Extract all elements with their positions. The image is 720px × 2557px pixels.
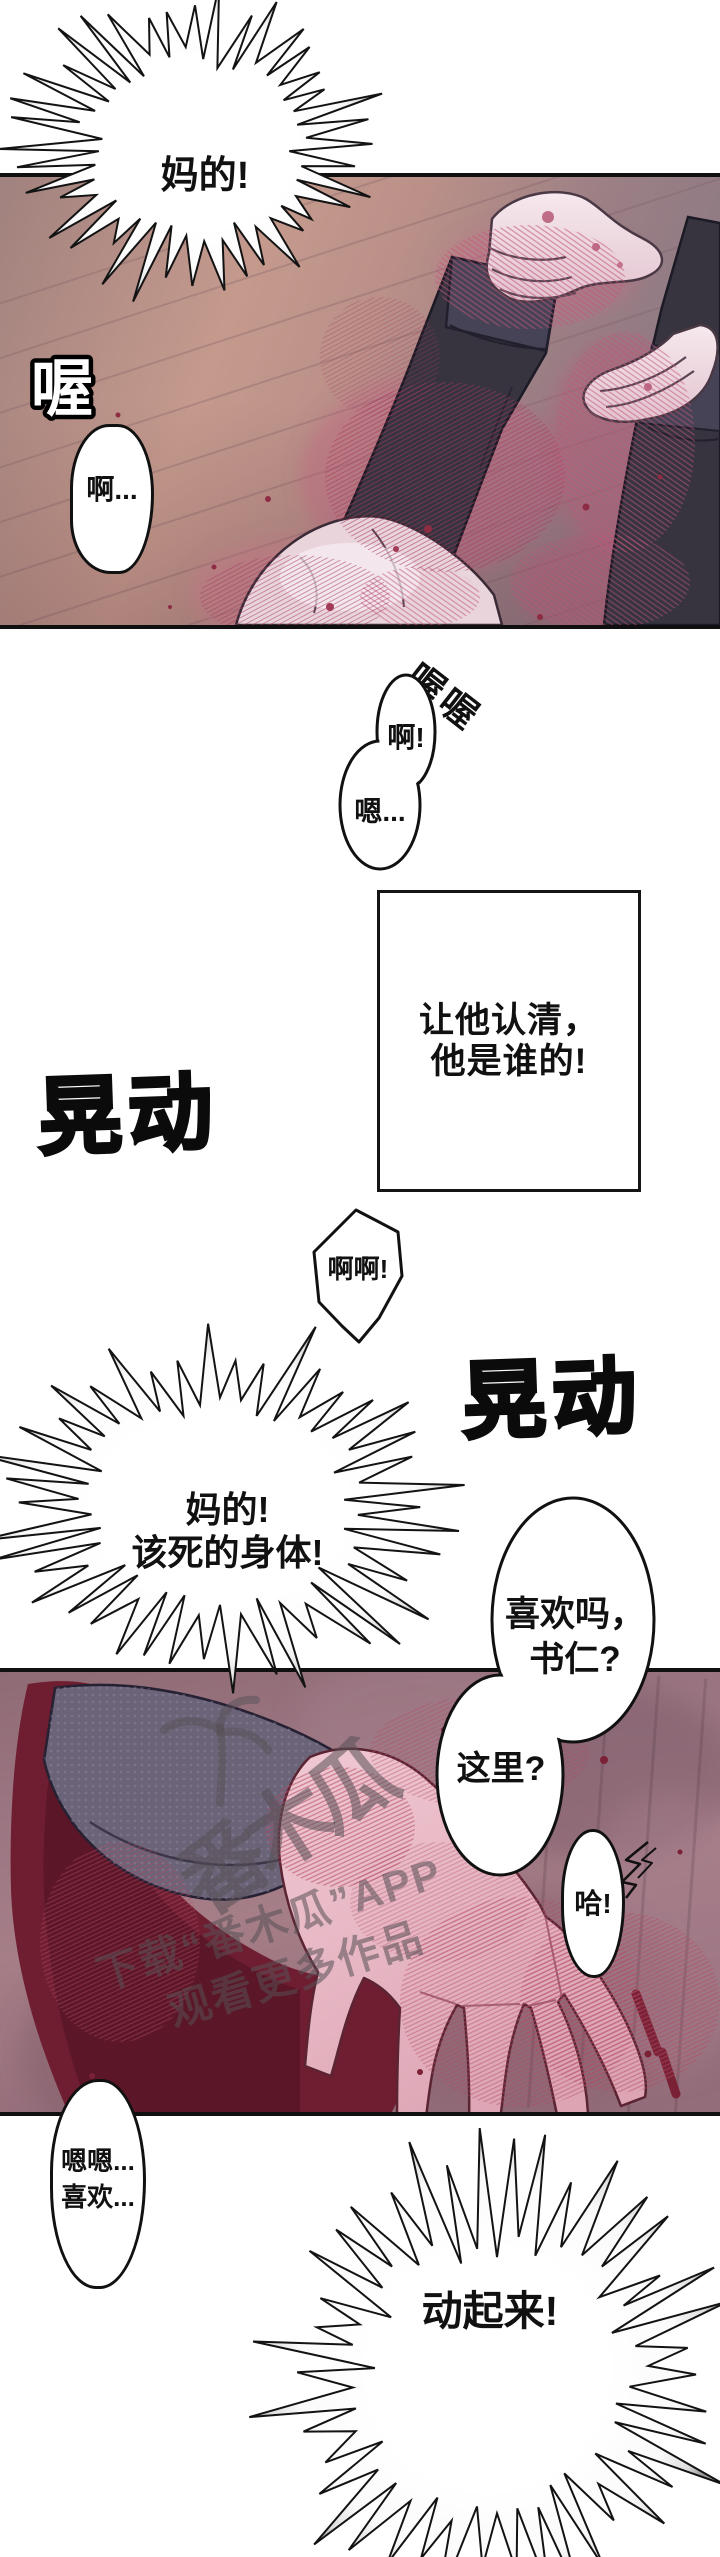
bubble-en-text: 嗯...	[354, 796, 406, 827]
bubble-ha-text: 哈!	[574, 1888, 612, 1919]
bubble-like-line-1: 喜欢吗，	[504, 1595, 645, 1634]
watermark-line-1: 下载“番木瓜”APP	[91, 1849, 448, 1999]
blood-droplets	[115, 412, 663, 620]
burst-top-text: 妈的!	[160, 155, 250, 197]
watermark-layer: 番木瓜 下载“番木瓜”APP 观看更多作品	[0, 1668, 720, 2116]
burst-mid-line-2: 该死的身体!	[131, 1532, 324, 1573]
watermark-line-2: 观看更多作品	[163, 1913, 430, 2036]
speech-bubble-ah: 啊...	[70, 424, 154, 574]
sfx-wo-text: 喔	[31, 355, 93, 424]
watermark-tree-icon	[160, 1695, 272, 1807]
panel1-artwork	[0, 177, 720, 625]
speech-bubble-like-here	[435, 1496, 656, 1877]
caption-line-1: 让他认清，	[418, 1001, 599, 1040]
speech-bubble-ahah	[312, 1208, 404, 1344]
jolt-squiggle-icon	[620, 1841, 657, 1899]
bubble-a-text: 啊!	[387, 722, 425, 753]
burst-bubble-mid	[0, 1323, 465, 1694]
bubble-mm-line-1: 嗯嗯...	[61, 2146, 135, 2176]
bubble-mm-line-2: 喜欢...	[61, 2182, 135, 2212]
burst-bubble-bottom	[249, 2127, 720, 2557]
burst-mid-line-1: 妈的!	[185, 1489, 270, 1530]
panel-top-floor-legs	[0, 173, 720, 629]
caption-box: 让他认清， 他是谁的!	[377, 890, 641, 1192]
bubble-here-text: 这里?	[456, 1750, 546, 1788]
burst-mid-text: 妈的! 该死的身体!	[55, 1488, 400, 1574]
burst-bubble-top	[0, 0, 383, 303]
watermark-text: 下载“番木瓜”APP 观看更多作品	[90, 1845, 465, 2057]
sfx-wo: 喔	[26, 351, 97, 429]
blood-droplets2	[89, 1727, 683, 2079]
speech-bubble-ha: 哈!	[561, 1829, 625, 1978]
blood-hatch	[200, 225, 695, 625]
speech-bubble-a-en	[338, 673, 437, 871]
bubble-ahah-text: 啊啊!	[327, 1254, 389, 1284]
burst-bottom-text: 动起来!	[421, 2288, 559, 2334]
bubble-like-text: 喜欢吗， 书仁?	[490, 1592, 660, 1682]
bubble-ah-text: 啊...	[86, 473, 138, 505]
sfx-shake-left: 晃动	[35, 1063, 222, 1167]
caption-line-2: 他是谁的!	[430, 1042, 588, 1081]
speech-bubble-mm-like: 嗯嗯... 喜欢...	[50, 2079, 146, 2289]
bubble-like-line-2: 书仁?	[529, 1640, 621, 1679]
